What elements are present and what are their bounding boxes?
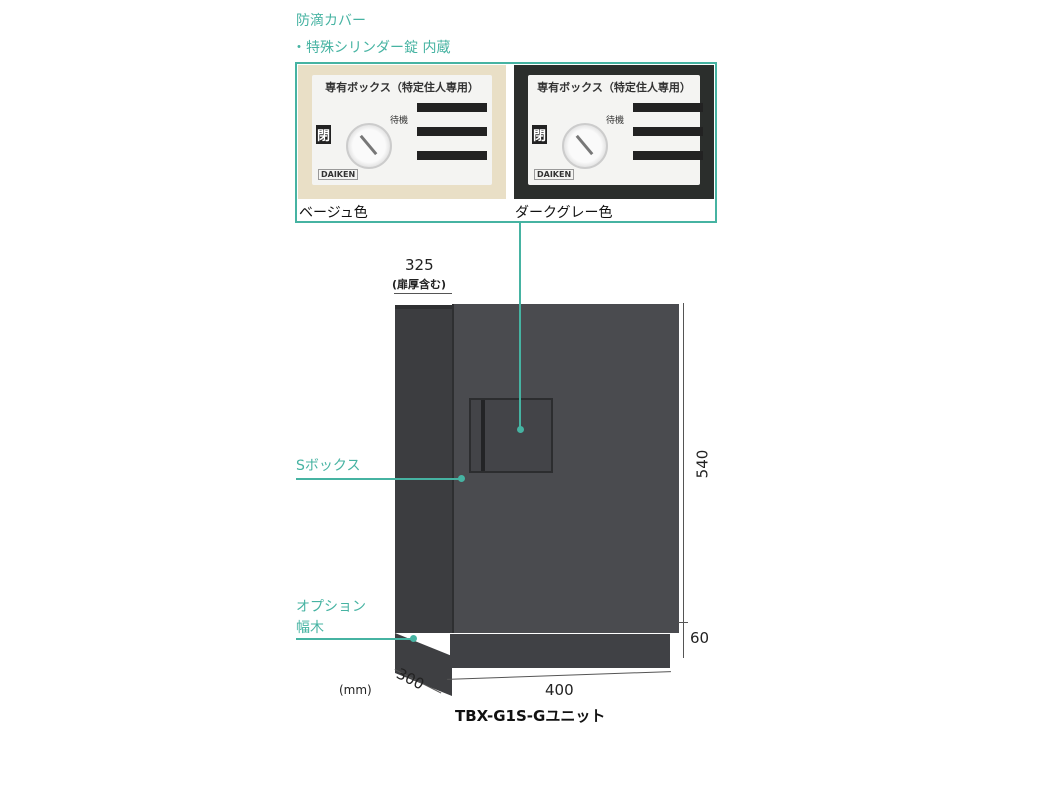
- s-box-label: Sボックス: [296, 458, 361, 474]
- dim-door-depth: 325: [405, 256, 434, 274]
- darkgray-lock-photo: 専有ボックス（特定住人専用） 閉 待機 DAIKEN: [514, 65, 714, 199]
- beige-lock-photo: 専有ボックス（特定住人専用） 閉 待機 DAIKEN: [298, 65, 506, 199]
- brand-label: DAIKEN: [318, 169, 359, 180]
- option-label-line2: 幅木: [296, 620, 324, 636]
- lock-photo-panel: 専有ボックス（特定住人専用） 閉 待機 DAIKEN 専有ボックス（特定住人専用…: [295, 62, 717, 223]
- product-name: TBX-G1S-Gユニット: [455, 707, 606, 725]
- standby-mark: 待機: [390, 116, 409, 126]
- base-plinth: [450, 634, 670, 668]
- plate-title: 専有ボックス（特定住人専用）: [537, 81, 691, 94]
- dim-height: 540: [693, 449, 712, 479]
- close-mark: 閉: [532, 125, 548, 144]
- beige-label: ベージュ色: [299, 205, 368, 221]
- standby-mark: 待機: [606, 116, 625, 126]
- plate-title: 専有ボックス（特定住人専用）: [325, 81, 479, 94]
- feature-title-line1: 防滴カバー: [296, 13, 366, 29]
- cabinet-top-edge: [395, 305, 452, 309]
- lock-cylinder-icon: [562, 123, 608, 169]
- unit-label: (mm): [339, 683, 372, 697]
- mail-slot-cover: [469, 398, 553, 473]
- dim-door-depth-note: (扉厚含む): [392, 278, 447, 291]
- dim-base-height: 60: [690, 629, 710, 647]
- option-label-line1: オプション: [296, 599, 366, 615]
- close-mark: 閉: [316, 125, 332, 144]
- cabinet-side: [395, 305, 452, 633]
- dim-width: 400: [545, 681, 574, 699]
- lock-callout-dot: [517, 426, 524, 433]
- lock-cylinder-icon: [346, 123, 392, 169]
- option-callout-dot: [410, 635, 417, 642]
- brand-label: DAIKEN: [534, 169, 575, 180]
- feature-title-line2: ・特殊シリンダー錠 内蔵: [292, 40, 451, 56]
- darkgray-label: ダークグレー色: [515, 205, 613, 221]
- s-box-callout-dot: [458, 475, 465, 482]
